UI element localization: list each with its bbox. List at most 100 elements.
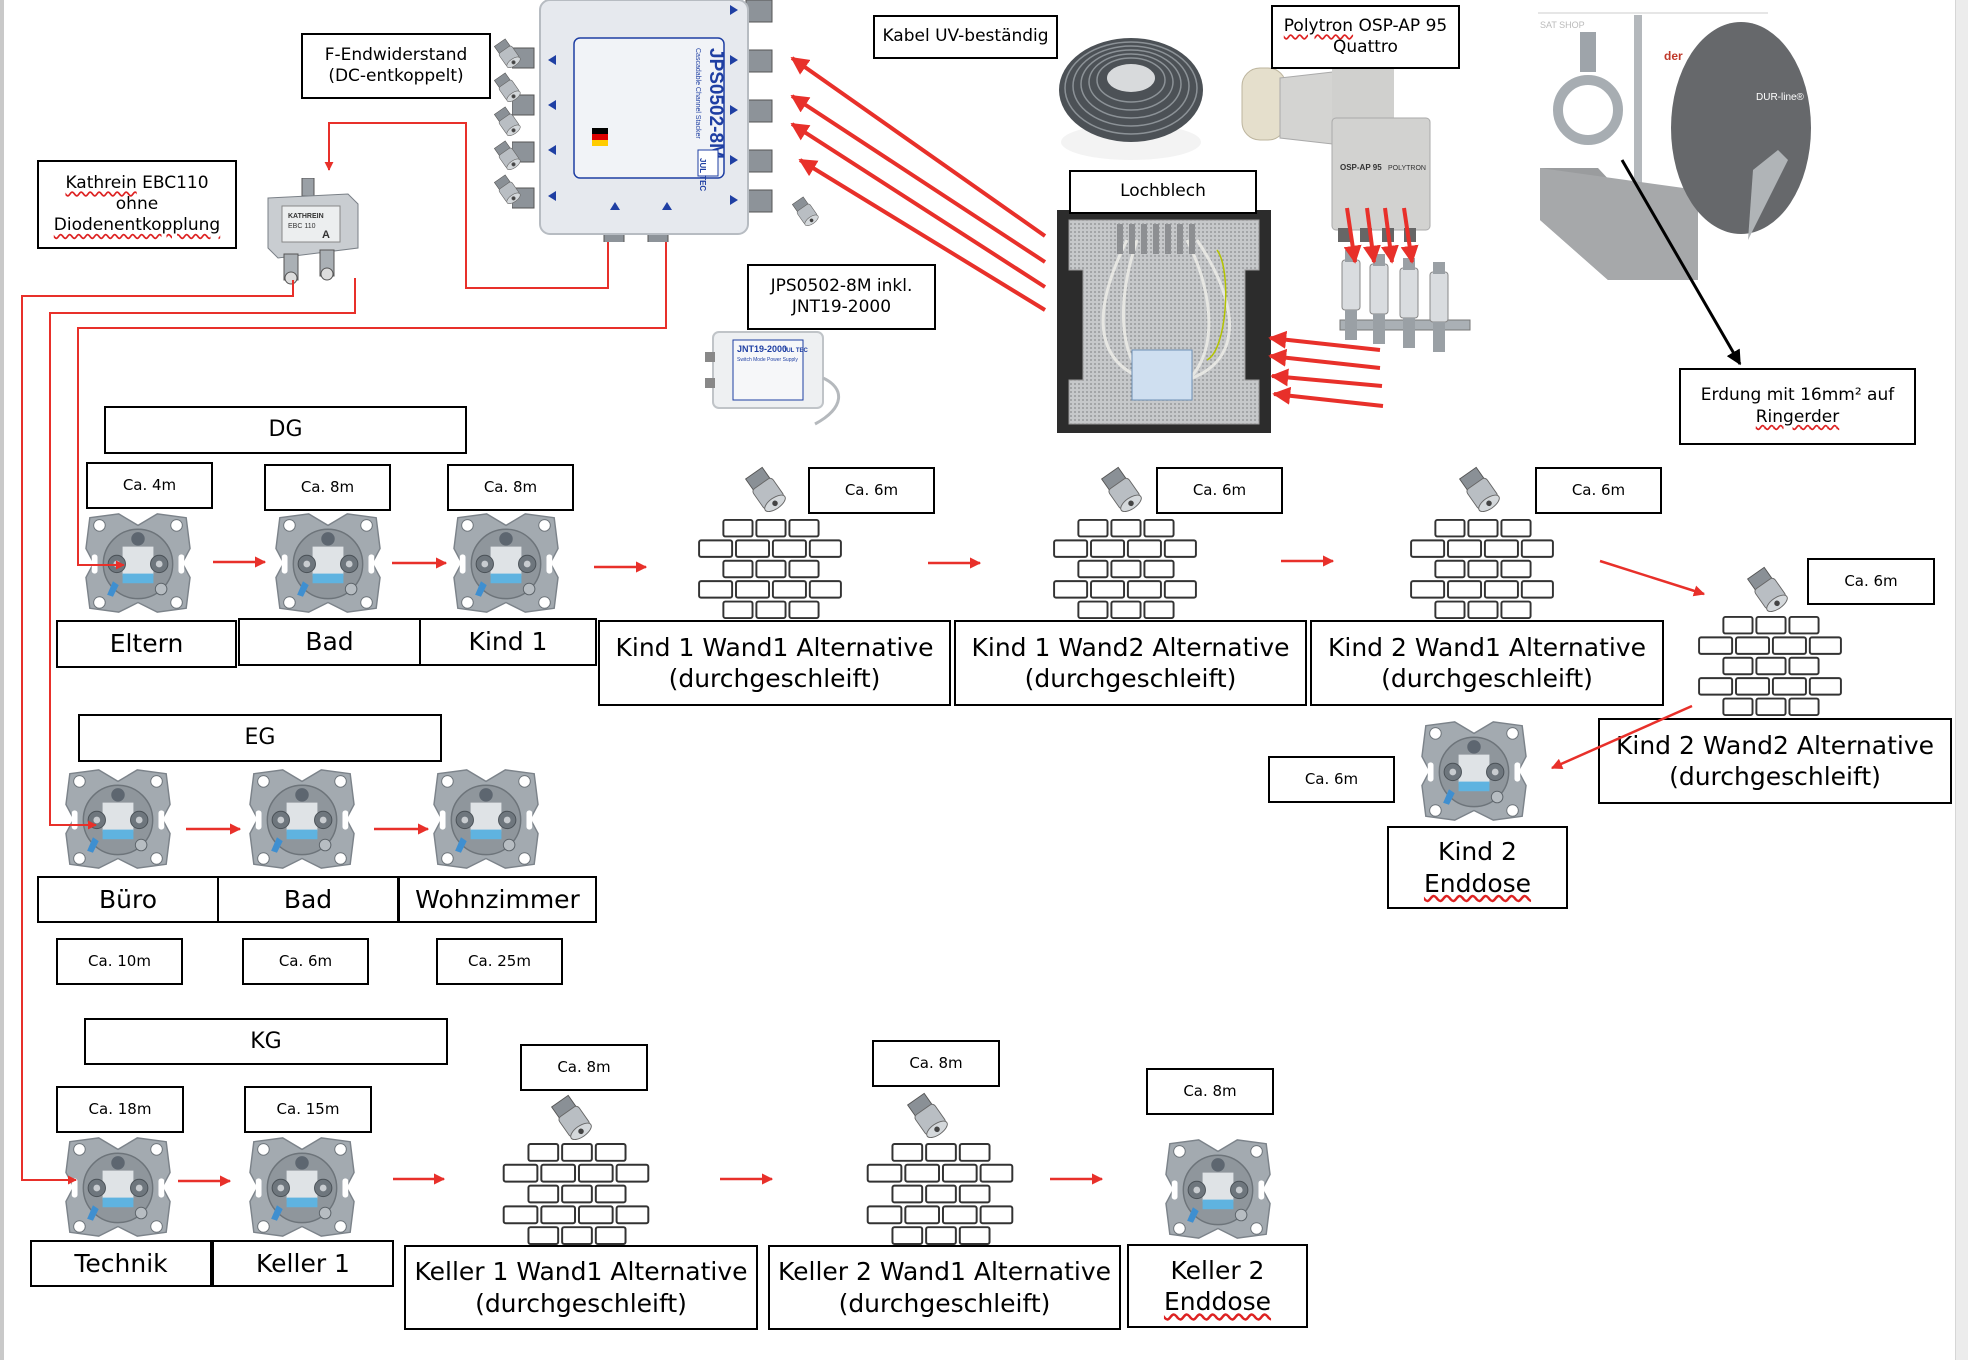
mast-text: der bbox=[1664, 49, 1683, 63]
kabel-uv-text: Kabel UV-beständig bbox=[882, 26, 1049, 47]
length-label: Ca. 4m bbox=[86, 462, 213, 509]
coupler-icon bbox=[743, 466, 788, 512]
kathrein-text: Kathrein EBC110 ohne Diodenentkopplung bbox=[54, 173, 220, 237]
wall-icon bbox=[866, 1142, 1014, 1246]
erdung-text: Erdung mit 16mm² auf Ringerder bbox=[1701, 385, 1894, 428]
wall-name-text: Keller 1 Wand1 Alternative (durchgeschle… bbox=[414, 1257, 748, 1318]
psu-brand-text: JUL TEC bbox=[783, 348, 809, 354]
room-name-text: Technik bbox=[74, 1248, 168, 1278]
room-name-text: Bad bbox=[283, 884, 333, 914]
multiswitch-brand-text: JUL TEC bbox=[698, 158, 707, 191]
room-name-text: Wohnzimmer bbox=[415, 884, 580, 914]
length-label: Ca. 15m bbox=[244, 1086, 372, 1133]
wall-icon bbox=[698, 518, 842, 620]
room-label-kind1: Kind 1 bbox=[419, 618, 597, 666]
erdung-ringerder-word: Ringerder bbox=[1755, 406, 1840, 427]
length-text: Ca. 18m bbox=[88, 1100, 152, 1119]
lnb-model-text: OSP-AP 95 bbox=[1340, 163, 1382, 172]
antenna-socket-icon bbox=[1421, 721, 1527, 821]
polytron-label: Polytron OSP-AP 95 Quattro bbox=[1271, 5, 1460, 69]
wall-label: Kind 1 Wand1 Alternative (durchgeschleif… bbox=[598, 620, 951, 706]
length-label: Ca. 8m bbox=[872, 1040, 1000, 1087]
wall-icon bbox=[1410, 518, 1554, 620]
room-label-bad-eg: Bad bbox=[217, 876, 399, 923]
f-endwiderstand-text: F-Endwiderstand (DC-entkoppelt) bbox=[324, 44, 468, 86]
lnb-image: OSP-AP 95 POLYTRON bbox=[1240, 62, 1465, 246]
polytron-model-text: OSP-AP 95 Quattro bbox=[1333, 15, 1448, 57]
antenna-socket-icon bbox=[65, 769, 171, 869]
splitter-image: KATHREIN EBC 110 A bbox=[258, 177, 368, 288]
length-text: Ca. 8m bbox=[1183, 1082, 1237, 1101]
floor-title-eg: EG bbox=[78, 714, 442, 762]
length-text: Ca. 8m bbox=[557, 1058, 611, 1077]
coupler-icon bbox=[1099, 466, 1144, 512]
kathrein-diode-text: Diodenentkopplung bbox=[53, 215, 221, 236]
room-name-text: Büro bbox=[98, 884, 158, 914]
scrollbar-track[interactable] bbox=[1955, 0, 1968, 1360]
end-name-line-2: Enddose bbox=[1423, 868, 1532, 898]
length-text: Ca. 4m bbox=[122, 476, 177, 495]
length-text: Ca. 6m bbox=[844, 481, 899, 500]
coupler-icon bbox=[905, 1092, 950, 1138]
antenna-socket-icon bbox=[249, 769, 355, 869]
room-label-keller1: Keller 1 bbox=[212, 1240, 394, 1287]
end-name-line-1: Keller 2 bbox=[1170, 1255, 1265, 1285]
erdung-line-1: Erdung mit 16mm² auf bbox=[1700, 385, 1895, 406]
room-name-text: Bad bbox=[305, 627, 354, 657]
wall-name-text: Kind 2 Wand1 Alternative (durchgeschleif… bbox=[1327, 632, 1647, 693]
end-name-line-2: Enddose bbox=[1163, 1287, 1272, 1316]
antenna-socket-icon bbox=[85, 513, 191, 613]
floor-title-eg-text: EG bbox=[244, 725, 276, 751]
length-label: Ca. 6m bbox=[1807, 558, 1935, 605]
floor-title-dg-text: DG bbox=[268, 417, 303, 443]
kathrein-word: Kathrein bbox=[65, 172, 137, 193]
room-name-text: Eltern bbox=[109, 629, 184, 659]
end-name-line-1: Kind 2 bbox=[1438, 837, 1517, 867]
room-label-eltern: Eltern bbox=[56, 620, 237, 668]
length-label: Ca. 6m bbox=[242, 938, 369, 985]
wall-label: Keller 2 Wand1 Alternative (durchgeschle… bbox=[768, 1245, 1121, 1330]
length-label: Ca. 18m bbox=[56, 1086, 184, 1133]
floor-title-kg-text: KG bbox=[250, 1028, 282, 1054]
multiswitch-sub-text: Cascadable Channel Stacker bbox=[694, 48, 701, 139]
watermark-text: SAT SHOP bbox=[1540, 20, 1585, 30]
length-text: Ca. 8m bbox=[909, 1054, 963, 1073]
polytron-brand-word: Polytron bbox=[1283, 15, 1354, 36]
length-text: Ca. 15m bbox=[276, 1100, 340, 1119]
jps-inkl-text: JPS0502-8M inkl. JNT19-2000 bbox=[770, 275, 913, 317]
splitter-brand-text: KATHREIN bbox=[288, 213, 324, 220]
jps-inkl-label: JPS0502-8M inkl. JNT19-2000 bbox=[747, 264, 936, 330]
arrow bbox=[1272, 386, 1384, 408]
length-label: Ca. 8m bbox=[1146, 1068, 1274, 1115]
room-label-technik: Technik bbox=[30, 1240, 212, 1287]
wall-label: Kind 2 Wand1 Alternative (durchgeschleif… bbox=[1310, 620, 1664, 706]
length-label: Ca. 8m bbox=[447, 464, 574, 511]
length-text: Ca. 25m bbox=[468, 952, 531, 971]
psu-sub-text: Switch Mode Power Supply bbox=[737, 357, 798, 363]
coupler-icon bbox=[1457, 466, 1502, 512]
wall-name-text: Kind 1 Wand1 Alternative (durchgeschleif… bbox=[615, 632, 934, 693]
multiswitch-image: JPS0502-8M Cascadable Channel Stacker JU… bbox=[511, 0, 774, 245]
room-name-text: Keller 1 bbox=[256, 1248, 350, 1278]
coupler-icon bbox=[1745, 566, 1790, 612]
room-label-wohnzimmer: Wohnzimmer bbox=[398, 876, 597, 923]
length-label: Ca. 6m bbox=[1535, 467, 1662, 514]
wall-icon bbox=[1698, 615, 1842, 717]
arrow bbox=[1270, 368, 1383, 388]
f-endwiderstand-label: F-Endwiderstand (DC-entkoppelt) bbox=[301, 33, 491, 99]
floor-title-kg: KG bbox=[84, 1018, 448, 1065]
room-label-buero: Büro bbox=[37, 876, 219, 923]
wall-label: Kind 1 Wand2 Alternative (durchgeschleif… bbox=[954, 620, 1307, 706]
floor-title-dg: DG bbox=[104, 406, 467, 454]
length-label: Ca. 6m bbox=[808, 467, 935, 514]
antenna-socket-icon bbox=[275, 513, 381, 613]
antenna-socket-icon bbox=[453, 513, 559, 613]
svg-text:A: A bbox=[322, 229, 330, 241]
length-text: Ca. 8m bbox=[300, 478, 355, 497]
terminator-spare-icon bbox=[790, 194, 820, 228]
length-text: Ca. 10m bbox=[88, 952, 151, 971]
wall-name-text: Kind 2 Wand2 Alternative (durchgeschleif… bbox=[1615, 730, 1935, 791]
length-text: Ca. 6m bbox=[278, 952, 333, 971]
